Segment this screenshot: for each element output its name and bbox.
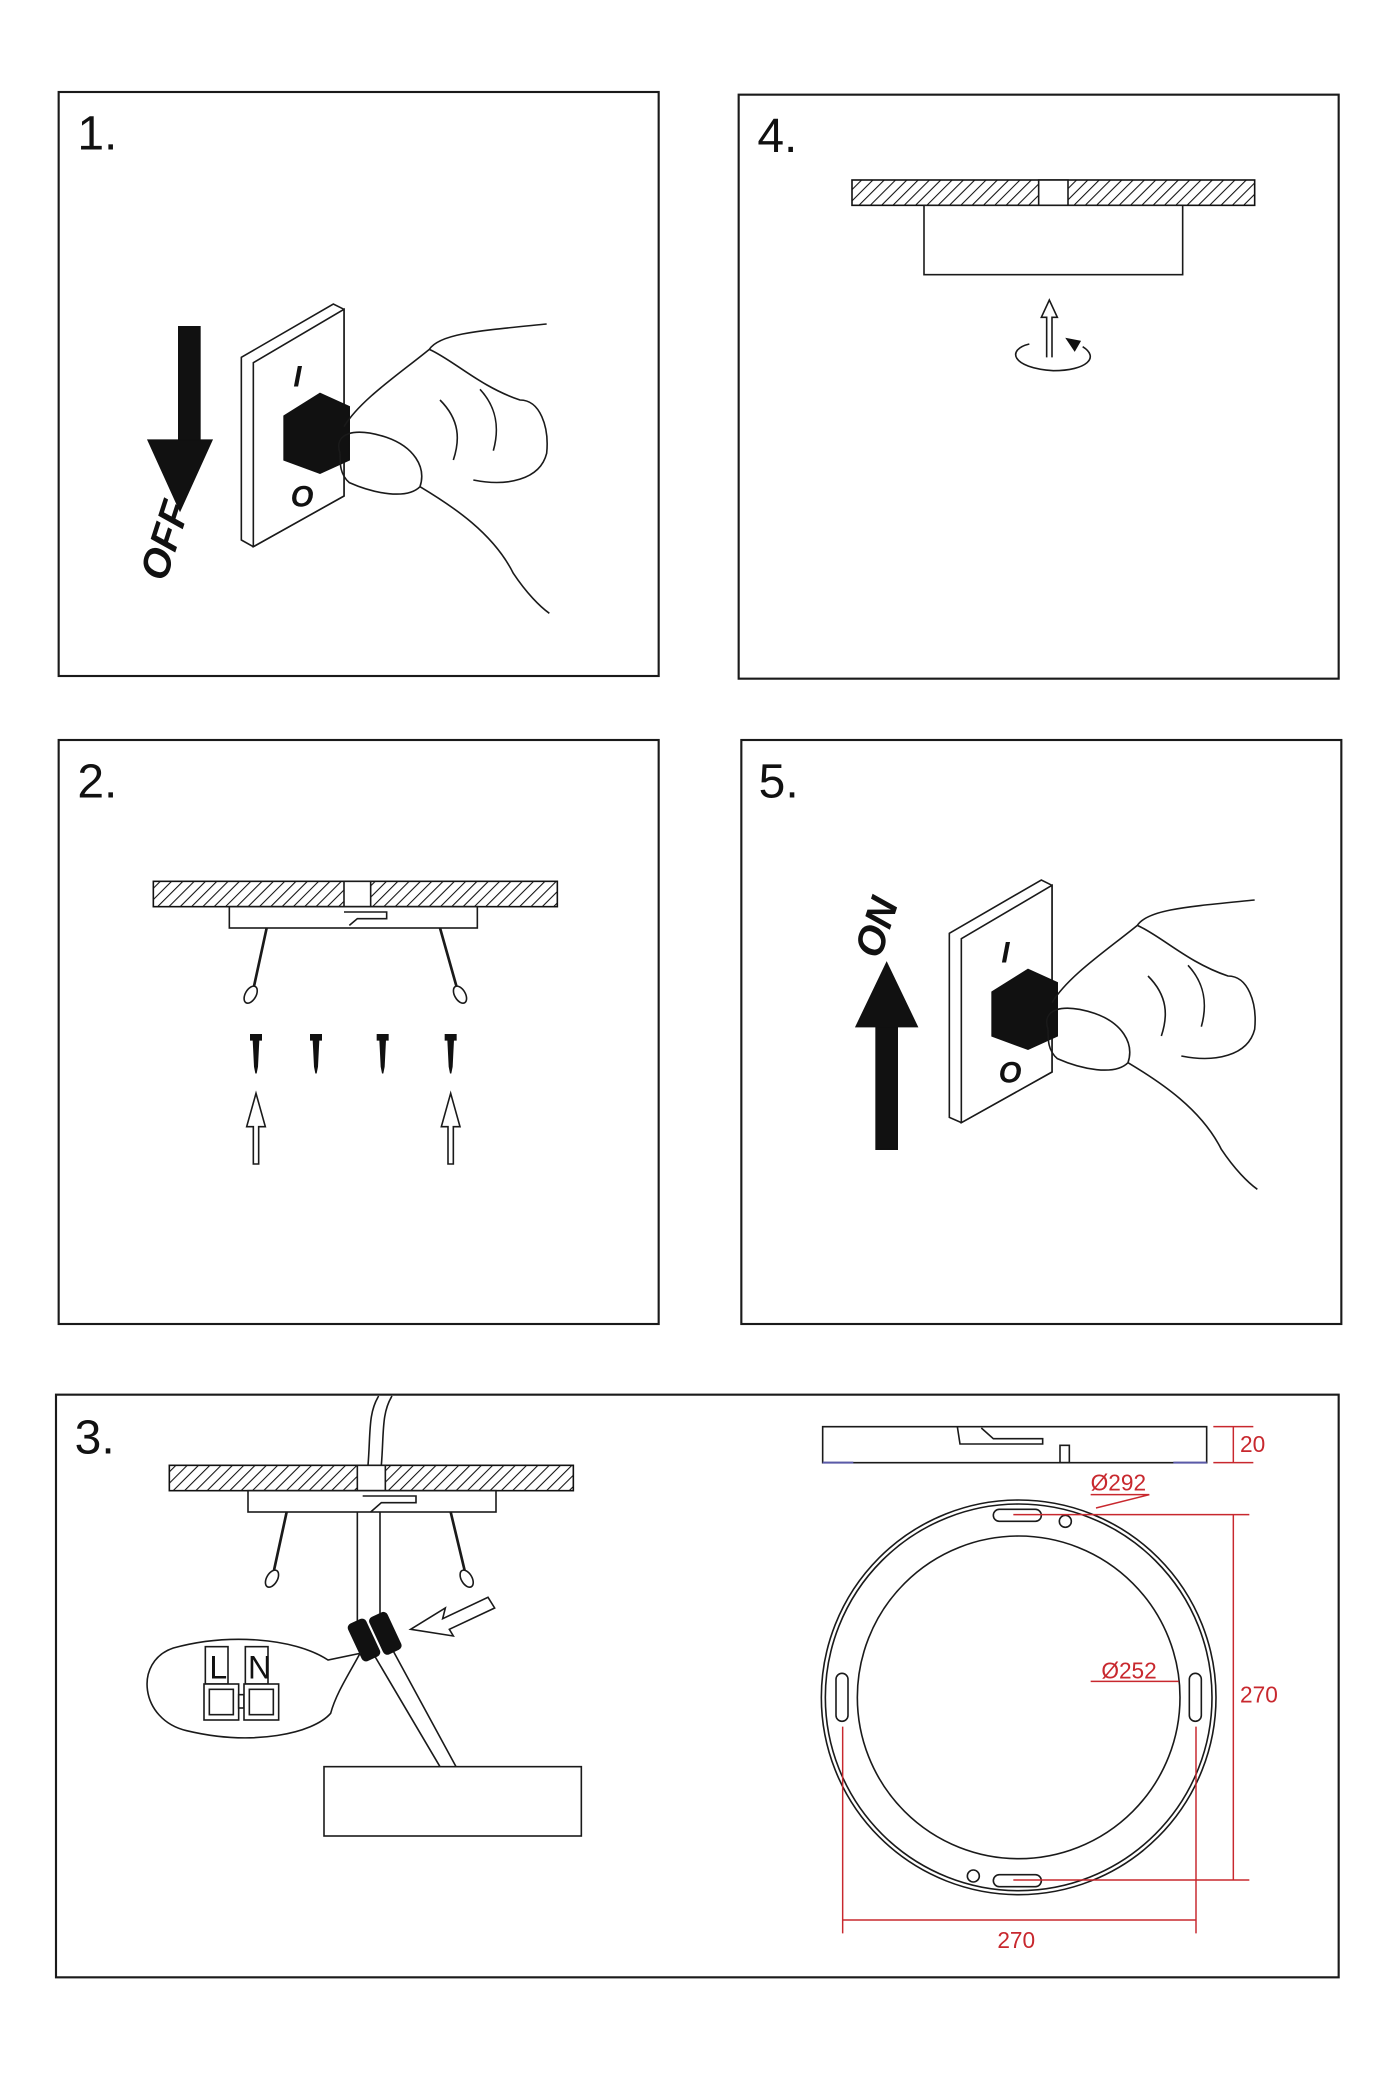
light-fixture [923, 204, 1184, 276]
dimension-lines [841, 1425, 1254, 1934]
switch-off-mark: O [999, 1057, 1022, 1090]
step-number: 5. [759, 755, 799, 808]
hand-illustration [337, 323, 550, 614]
arrow-up-icon [854, 961, 919, 1150]
fixture-side-profile [821, 1425, 1208, 1464]
step-3-panel: 3. L N [54, 1393, 1340, 1979]
vertical-spacing-dimension: 270 [1240, 1682, 1278, 1708]
step-2-panel: 2. [57, 738, 660, 1326]
wall-switch: I O [240, 303, 350, 549]
step-number: 1. [77, 107, 117, 160]
mains-cable [367, 1395, 393, 1466]
step-number: 2. [77, 755, 117, 808]
arrow-pointer-icon [408, 1596, 496, 1638]
step-number: 3. [75, 1411, 115, 1464]
inner-diameter-dimension: Ø252 [1101, 1658, 1156, 1684]
arrow-down-icon [146, 326, 214, 513]
ceiling-hole [1037, 179, 1069, 207]
fixture-top-view [820, 1499, 1217, 1896]
horizontal-spacing-dimension: 270 [997, 1927, 1035, 1953]
step-number: 4. [757, 110, 797, 163]
wall-switch: I O [948, 879, 1058, 1125]
step-4-panel: 4. [737, 93, 1340, 680]
height-dimension: 20 [1240, 1431, 1265, 1457]
terminal-l-label: L [209, 1650, 227, 1686]
ceiling-hole [356, 1464, 387, 1492]
switch-on-mark: I [1001, 937, 1010, 970]
terminal-connector [347, 1611, 402, 1662]
off-label: OFF [132, 494, 199, 585]
switch-off-mark: O [291, 481, 314, 514]
switch-on-mark: I [293, 361, 302, 394]
step-1-panel: 1. OFF I O [57, 90, 660, 678]
mounting-plate [247, 1489, 497, 1513]
hand-illustration [1045, 899, 1258, 1190]
safety-wires [252, 927, 459, 990]
arrow-up-icon [245, 1090, 267, 1165]
step-5-panel: 5. ON I O [740, 738, 1343, 1326]
ceiling-hole [343, 880, 372, 908]
screw-icons [250, 1034, 457, 1074]
push-rotate-icon [1014, 298, 1091, 372]
arrow-up-icon [440, 1090, 462, 1165]
terminal-n-label: N [248, 1650, 271, 1686]
outer-diameter-dimension: Ø292 [1091, 1470, 1146, 1496]
mounting-plate [228, 905, 479, 929]
safety-wires [272, 1511, 467, 1574]
on-label: ON [847, 891, 908, 963]
light-fixture [323, 1765, 583, 1837]
connector-callout: L N [146, 1638, 362, 1739]
